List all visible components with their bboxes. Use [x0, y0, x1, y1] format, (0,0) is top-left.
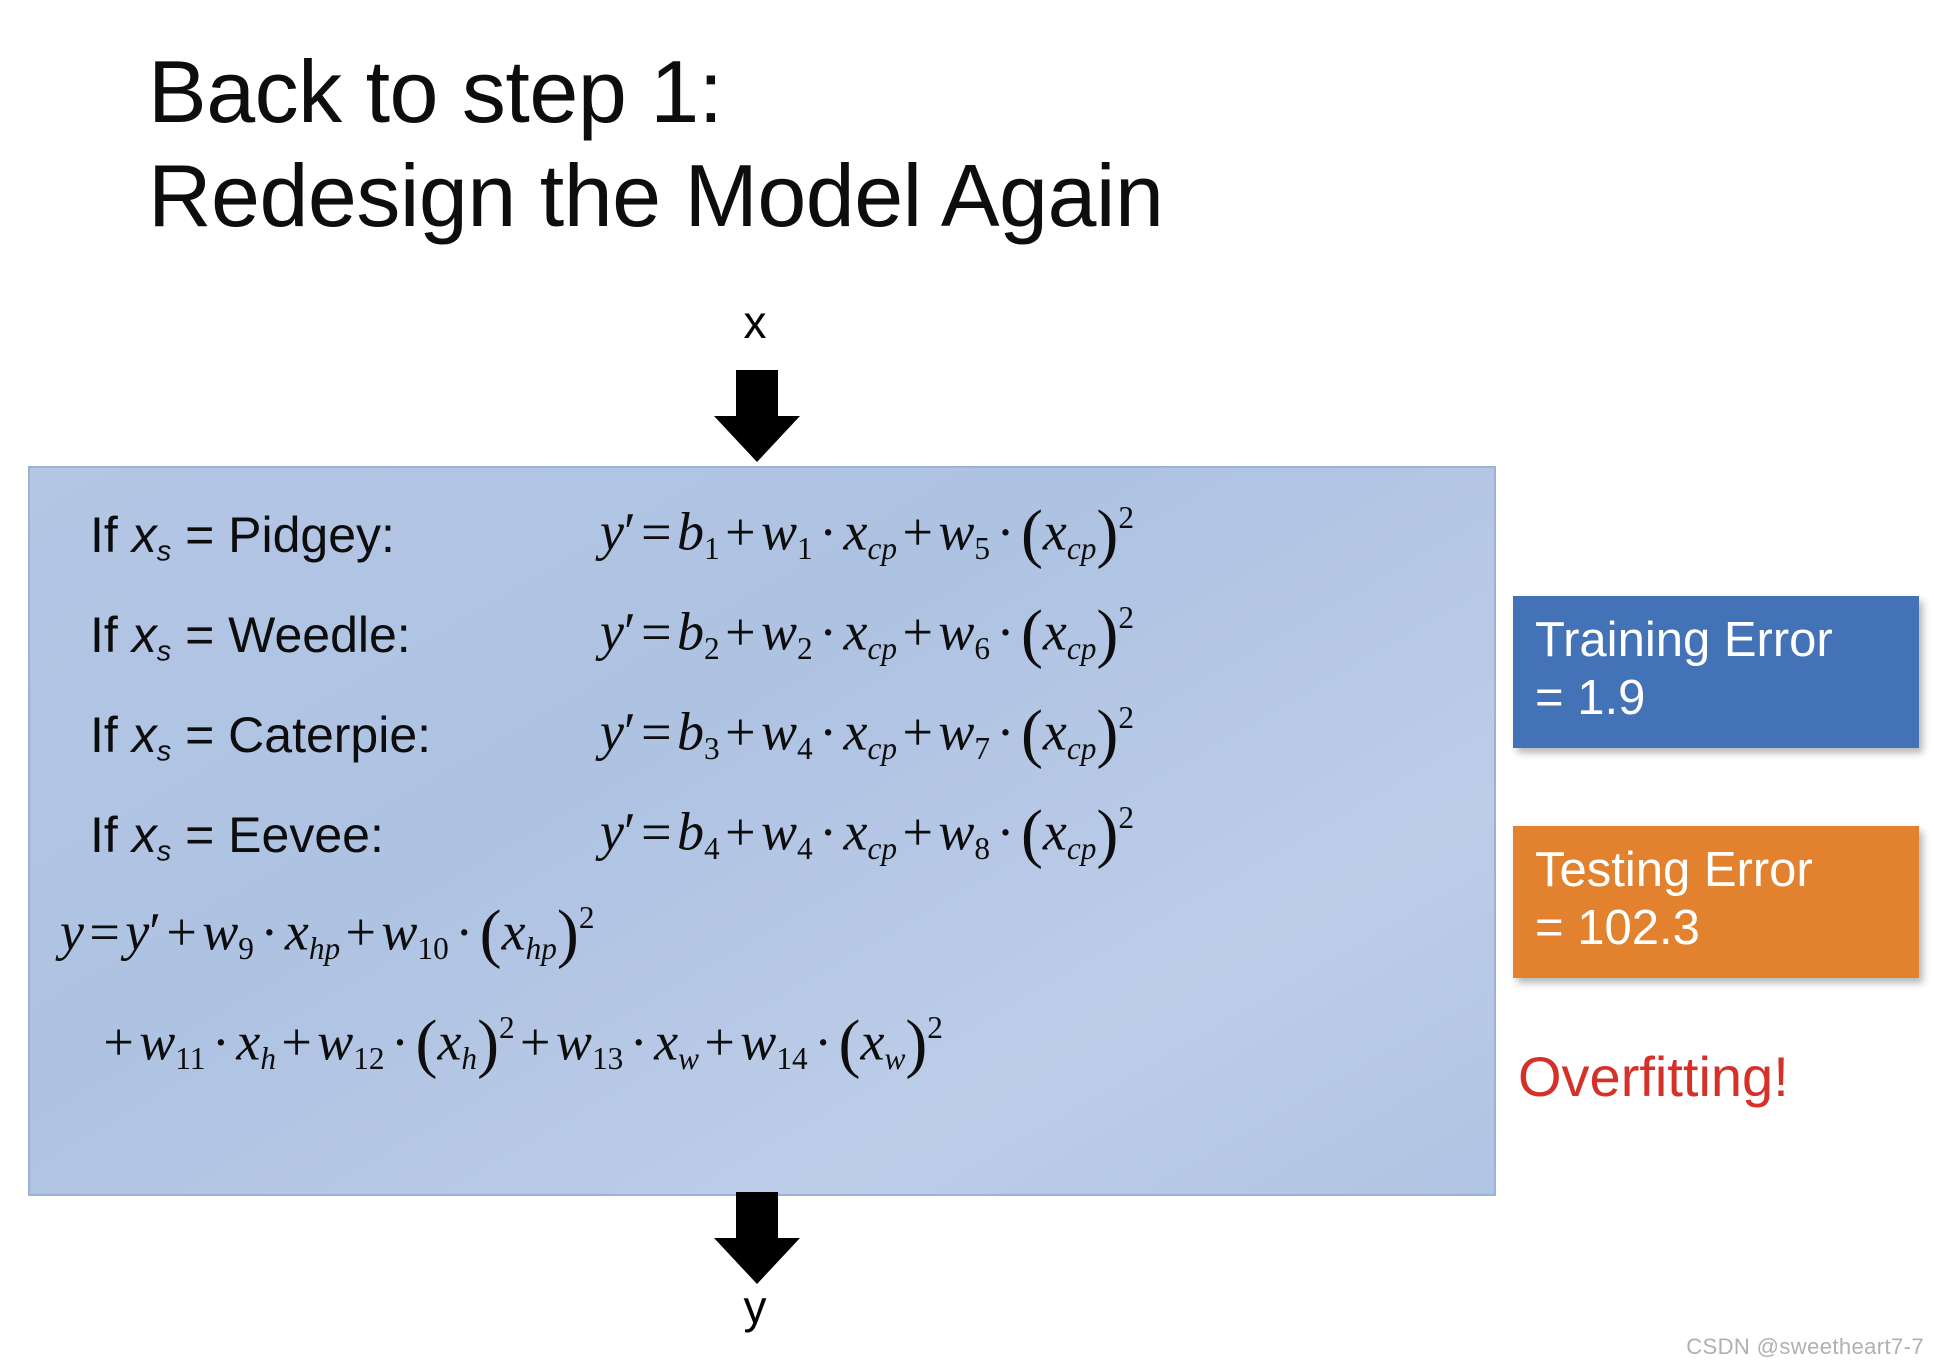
quadratic-weight-subscript: 6	[974, 631, 991, 667]
watermark: CSDN @sweetheart7-7	[1686, 1334, 1924, 1359]
condition-label: If xs = Eevee:	[90, 806, 384, 869]
bias-subscript: 1	[704, 531, 720, 567]
feature-subscript: cp	[1066, 731, 1097, 767]
feature-subscript: w	[678, 1041, 700, 1077]
model-row: If xs = Pidgey: y′=b1+w1·xcp+w5·(xcp)2	[30, 486, 1494, 606]
quadratic-weight-subscript: 7	[974, 731, 991, 767]
condition-label: If xs = Pidgey:	[90, 506, 395, 569]
condition-subscript: s	[156, 635, 172, 668]
input-variable-label: x	[743, 296, 767, 348]
testing-error-badge: Testing Error = 102.3	[1513, 826, 1919, 978]
model-row: If xs = Weedle: y′=b2+w2·xcp+w6·(xcp)2	[30, 586, 1494, 706]
feature-subscript: hp	[308, 931, 341, 967]
condition-suffix: = Caterpie:	[171, 707, 432, 763]
output-variable-label: y	[743, 1281, 767, 1333]
linear-weight-subscript: 4	[796, 831, 813, 867]
final-equation-line-1: y=y′+w9·xhp+w10·(xhp)2	[60, 897, 595, 970]
condition-label: If xs = Weedle:	[90, 606, 411, 669]
feature-subscript: w	[884, 1041, 906, 1077]
feature-subscript: cp	[1066, 831, 1097, 867]
condition-subscript: s	[156, 535, 172, 568]
linear-weight-subscript: 2	[796, 631, 813, 667]
feature-subscript: cp	[867, 831, 898, 867]
model-equation: y′=b1+w1·xcp+w5·(xcp)2	[600, 497, 1134, 570]
quadratic-weight-subscript: 5	[974, 531, 991, 567]
arrow-head	[714, 1238, 800, 1284]
condition-prefix: If	[90, 807, 132, 863]
feature-subscript: cp	[1066, 531, 1097, 567]
condition-suffix: = Weedle:	[171, 607, 411, 663]
model-equation: y′=b3+w4·xcp+w7·(xcp)2	[600, 697, 1134, 770]
output-variable: y	[60, 901, 84, 962]
weight-subscript: 12	[353, 1041, 385, 1077]
model-row: If xs = Caterpie: y′=b3+w4·xcp+w7·(xcp)2	[30, 686, 1494, 806]
bias-subscript: 4	[704, 831, 720, 867]
condition-prefix: If	[90, 707, 132, 763]
weight-subscript: 10	[417, 931, 449, 967]
model-equation: y′=b4+w4·xcp+w8·(xcp)2	[600, 797, 1134, 870]
feature-subscript: cp	[1066, 631, 1097, 667]
arrow-shaft	[736, 1192, 778, 1242]
quadratic-weight-subscript: 8	[974, 831, 991, 867]
condition-variable: x	[131, 607, 157, 663]
linear-weight-subscript: 4	[796, 731, 813, 767]
weight-subscript: 11	[175, 1041, 206, 1077]
final-equation-line-2: +w11·xh+w12·(xh)2+w13·xw+w14·(xw)2	[103, 1007, 943, 1080]
condition-subscript: s	[156, 735, 172, 768]
bias-subscript: 3	[704, 731, 720, 767]
condition-suffix: = Pidgey:	[171, 507, 395, 563]
condition-variable: x	[131, 507, 157, 563]
condition-label: If xs = Caterpie:	[90, 706, 431, 769]
weight-subscript: 14	[776, 1041, 808, 1077]
feature-subscript: h	[461, 1041, 478, 1077]
feature-subscript: hp	[525, 931, 557, 967]
intermediate-output-variable: y	[125, 901, 150, 962]
model-row: If xs = Eevee: y′=b4+w4·xcp+w8·(xcp)2	[30, 786, 1494, 906]
model-equation: y′=b2+w2·xcp+w6·(xcp)2	[600, 597, 1134, 670]
output-arrow-icon	[714, 1192, 800, 1284]
condition-prefix: If	[90, 507, 132, 563]
condition-subscript: s	[156, 835, 172, 868]
linear-weight-subscript: 1	[796, 531, 813, 567]
feature-subscript: cp	[867, 531, 898, 567]
feature-subscript: h	[260, 1041, 276, 1077]
feature-subscript: cp	[867, 731, 898, 767]
training-error-badge: Training Error = 1.9	[1513, 596, 1919, 748]
overfitting-note: Overfitting!	[1518, 1045, 1789, 1108]
arrow-shaft	[736, 370, 778, 420]
condition-prefix: If	[90, 607, 132, 663]
model-definition-box: If xs = Pidgey: y′=b1+w1·xcp+w5·(xcp)2 I…	[28, 466, 1496, 1196]
page-title: Back to step 1: Redesign the Model Again	[148, 42, 1164, 245]
condition-variable: x	[131, 807, 157, 863]
weight-subscript: 13	[591, 1041, 624, 1077]
feature-subscript: cp	[867, 631, 898, 667]
bias-subscript: 2	[704, 631, 720, 667]
weight-subscript: 9	[238, 931, 254, 967]
arrow-head	[714, 416, 800, 462]
condition-suffix: = Eevee:	[171, 807, 384, 863]
input-arrow-icon	[714, 370, 800, 462]
condition-variable: x	[131, 707, 157, 763]
